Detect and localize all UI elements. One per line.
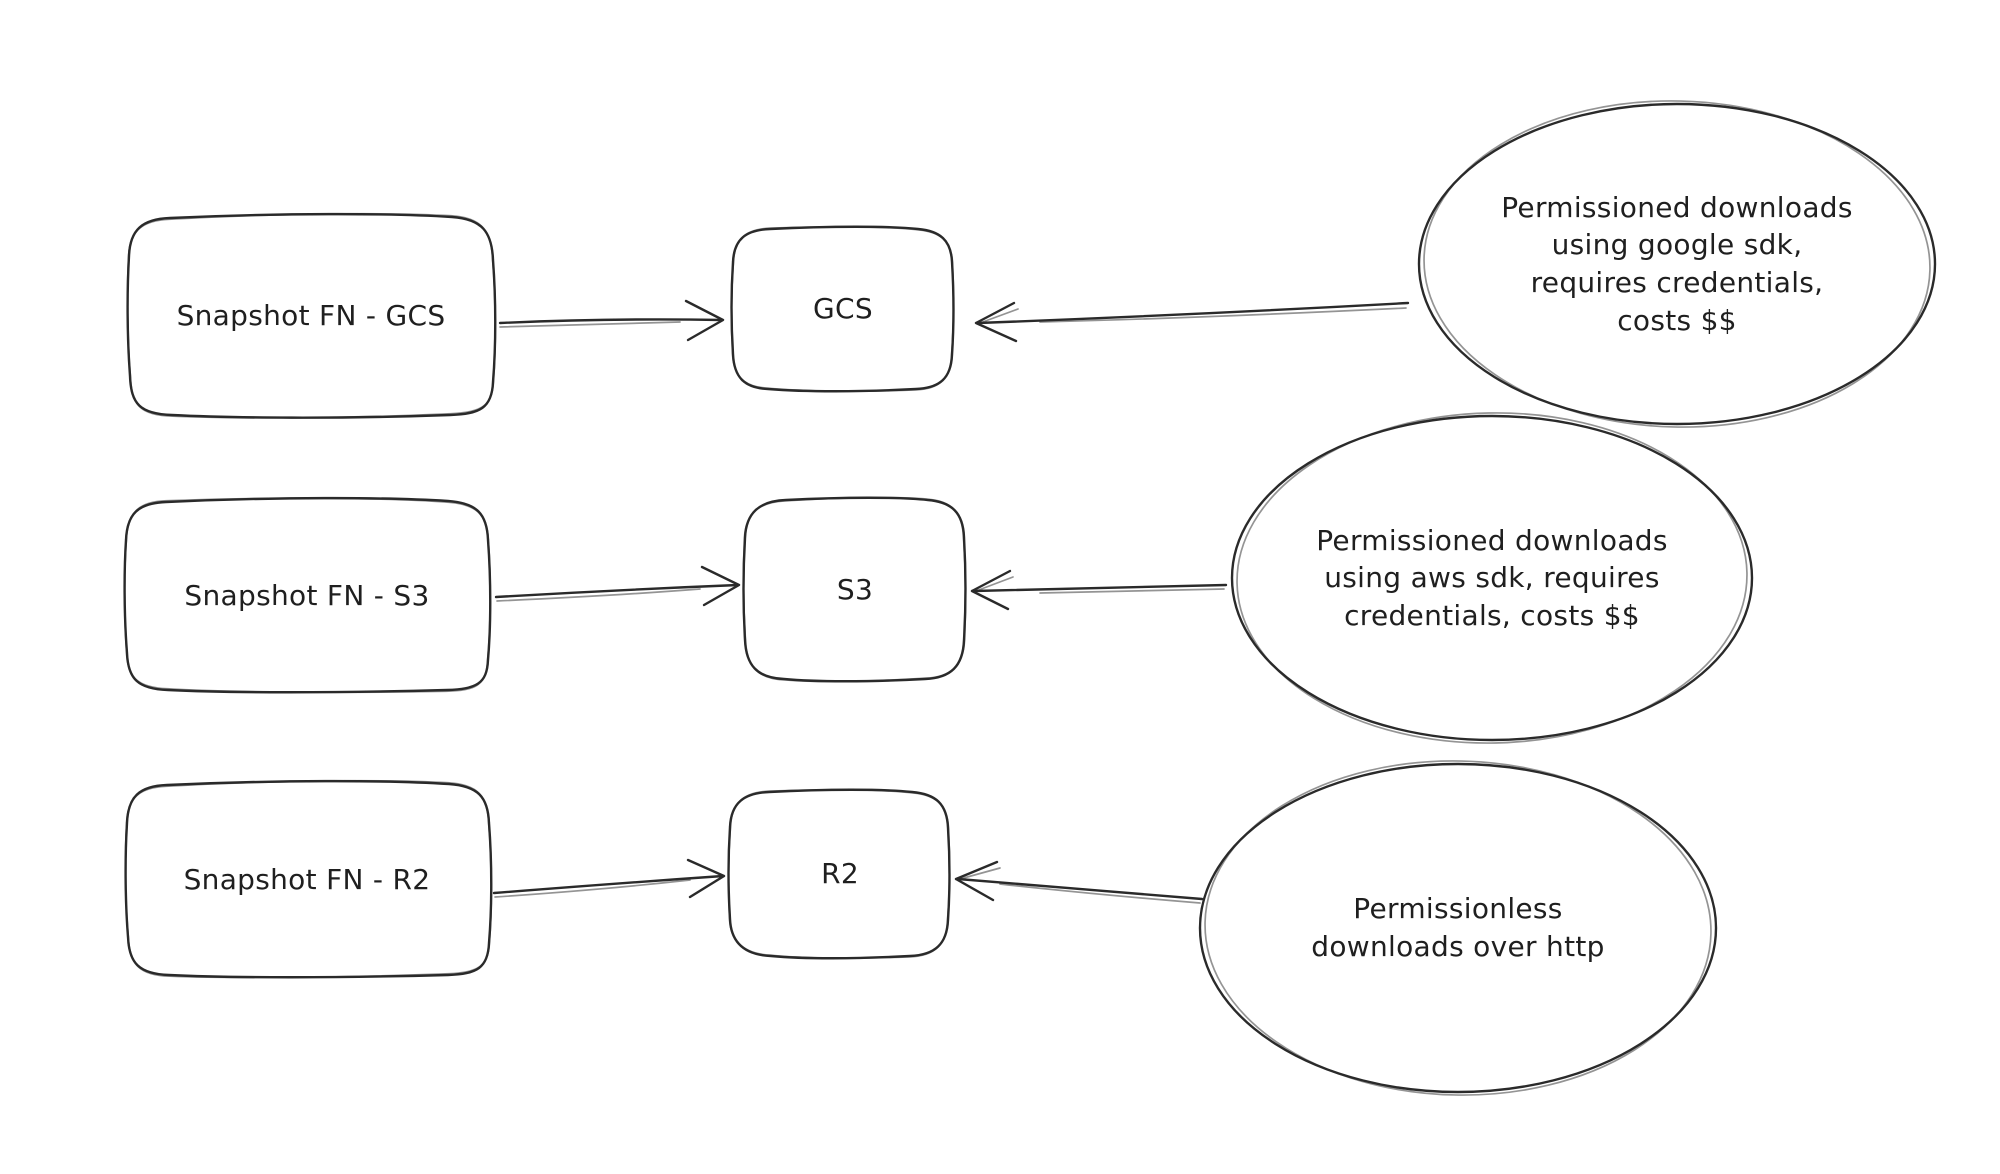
note-s3-line: credentials, costs $$ xyxy=(1344,598,1640,632)
note-gcs-line: Permissioned downloads xyxy=(1501,190,1853,224)
note-r2-label: Permissionless downloads over http xyxy=(1200,764,1716,1092)
arrow-note-s3-to-s3 xyxy=(970,569,1228,611)
bucket-node-r2-label: R2 xyxy=(821,857,859,891)
arrow-snapshot-r2-to-r2 xyxy=(492,858,726,899)
note-s3-line: using aws sdk, requires xyxy=(1324,561,1660,595)
source-node-s3-shape xyxy=(123,496,492,694)
note-gcs-line: requires credentials, xyxy=(1530,266,1824,299)
source-node-r2-label: Snapshot FN - R2 xyxy=(183,862,431,896)
bucket-node-gcs-label: GCS xyxy=(813,292,873,326)
bucket-node-s3-label: S3 xyxy=(836,573,874,607)
source-node-r2-shape xyxy=(124,779,493,979)
note-s3-label: Permissioned downloads using aws sdk, re… xyxy=(1232,416,1752,740)
note-s3-line: Permissioned downloads xyxy=(1316,523,1668,557)
bucket-node-s3-shape xyxy=(742,496,967,683)
arrow-note-r2-to-r2 xyxy=(954,860,1204,904)
source-node-s3-label: Snapshot FN - S3 xyxy=(184,578,430,612)
source-node-gcs-label: Snapshot FN - GCS xyxy=(176,299,446,333)
bucket-node-gcs-shape xyxy=(730,225,955,393)
note-gcs-label: Permissioned downloads using google sdk,… xyxy=(1419,104,1935,424)
note-r2-line: downloads over http xyxy=(1311,930,1605,963)
note-ellipse-r2-shape xyxy=(1198,760,1718,1096)
note-ellipse-s3-shape xyxy=(1230,412,1754,744)
arrow-note-gcs-to-gcs xyxy=(974,301,1410,343)
arrow-snapshot-gcs-to-gcs xyxy=(498,299,725,342)
note-ellipse-gcs-shape xyxy=(1417,100,1937,428)
arrow-snapshot-s3-to-s3 xyxy=(494,565,741,607)
note-gcs-line: costs $$ xyxy=(1617,303,1737,337)
note-gcs-line: using google sdk, xyxy=(1551,228,1803,262)
note-r2-line: Permissionless xyxy=(1353,892,1563,926)
source-node-gcs-shape xyxy=(126,212,497,419)
bucket-node-r2-shape xyxy=(727,788,951,960)
